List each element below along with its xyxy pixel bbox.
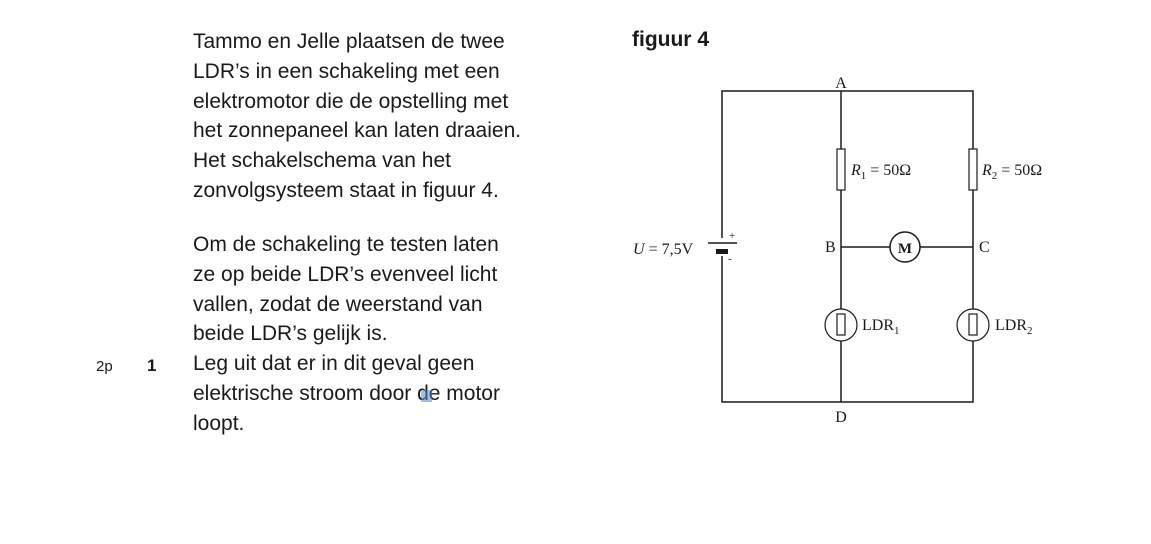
text-line: loopt.	[193, 411, 245, 435]
node-b-label: B	[825, 239, 836, 256]
node-c-label: C	[979, 239, 990, 256]
plus-sign: +	[729, 230, 735, 242]
text-line: Om de schakeling te testen laten	[193, 233, 499, 256]
minus-sign: -	[728, 253, 732, 265]
circuit-wires	[721, 90, 974, 403]
node-d-label: D	[835, 409, 847, 426]
text-line: Het schakelschema van het	[193, 149, 451, 173]
node-a-label: A	[835, 75, 847, 92]
battery-symbol	[708, 242, 737, 254]
intro-paragraph: Tammo en Jelle plaatsen de twee LDR’s in…	[193, 27, 521, 206]
text-line: het zonnepaneel kan laten draaien.	[193, 119, 522, 143]
resistor-r1	[836, 148, 846, 191]
text-line: Leg uit dat er in dit geval geen	[193, 352, 475, 375]
question-points: 2p	[96, 358, 113, 375]
ldr1-label: LDR1	[862, 317, 900, 337]
text-selection-highlight	[421, 390, 432, 402]
r1-label: R1 = 50Ω	[850, 162, 911, 182]
motor-symbol: M	[889, 231, 921, 263]
text-line: LDR’s in een schakeling met een	[193, 59, 500, 83]
text-line: ze op beide LDR’s evenveel licht	[193, 262, 498, 286]
ldr2-label: LDR2	[995, 317, 1033, 337]
text-line: Tammo en Jelle plaatsen de twee	[193, 30, 505, 53]
r2-label: R2 = 50Ω	[981, 162, 1042, 182]
text-line: zonvolgsysteem staat in figuur 4.	[193, 178, 499, 202]
text-line: elektromotor die de opstelling met	[193, 89, 509, 113]
resistor-r2	[968, 148, 978, 191]
figure-title: figuur 4	[632, 28, 709, 51]
question-number: 1	[147, 356, 157, 375]
ldr2-symbol	[956, 308, 990, 342]
text-line: beide LDR’s gelijk is.	[193, 322, 388, 346]
text-line: vallen, zodat de weerstand van	[193, 292, 483, 316]
motor-label: M	[898, 241, 912, 257]
ldr1-symbol	[824, 308, 858, 342]
test-paragraph: Om de schakeling te testen laten ze op b…	[193, 230, 499, 349]
battery-label: U = 7,5V	[633, 241, 694, 258]
